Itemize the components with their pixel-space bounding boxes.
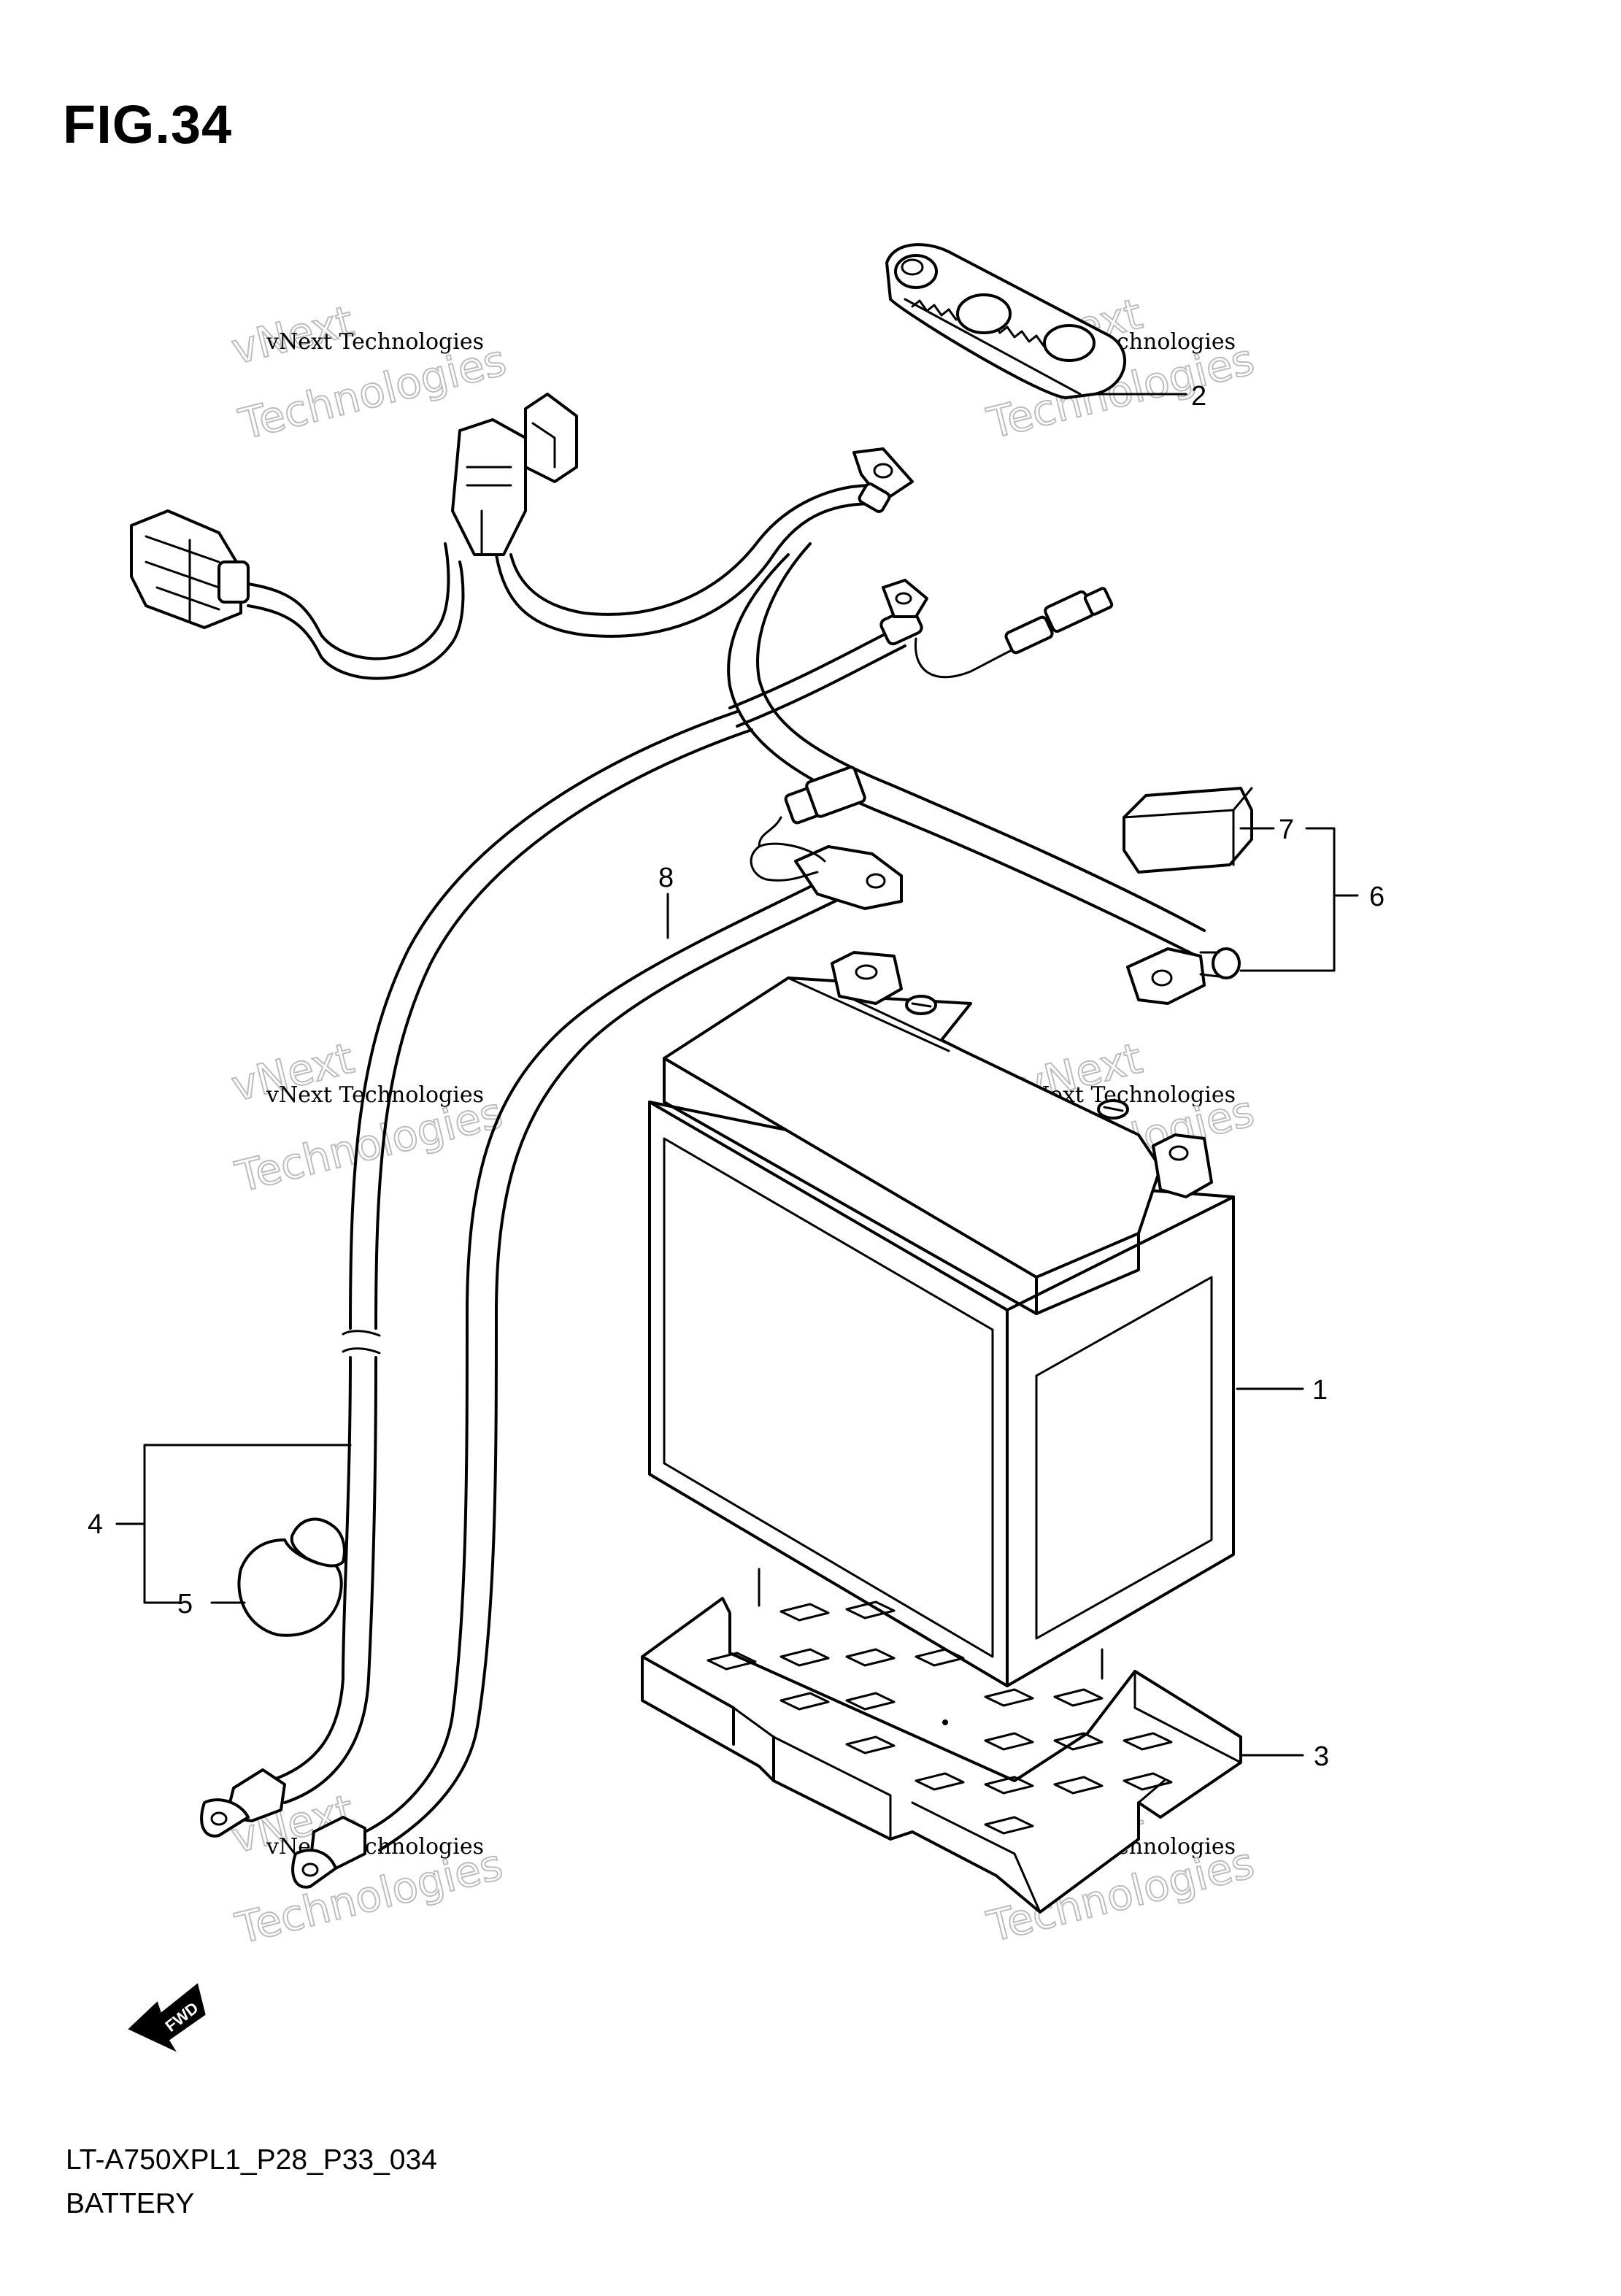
- fwd-arrow-icon: FWD: [128, 1983, 206, 2052]
- part-3-battery-tray: [641, 1568, 1242, 1914]
- callout-2: 2: [1191, 381, 1206, 412]
- callout-leaders: [115, 393, 1359, 1757]
- part-5-terminal-boot: [237, 1517, 346, 1637]
- callout-1: 1: [1312, 1375, 1328, 1406]
- figure-name: BATTERY: [66, 2188, 195, 2219]
- callout-3: 3: [1314, 1741, 1329, 1772]
- figure-code: LT-A750XPL1_P28_P33_034: [66, 2144, 437, 2176]
- callout-7: 7: [1279, 814, 1294, 845]
- callout-5: 5: [177, 1589, 193, 1619]
- callout-4: 4: [88, 1509, 103, 1540]
- figure-title: FIG.34: [63, 94, 233, 155]
- svg-text:vNext Technologies: vNext Technologies: [266, 329, 484, 355]
- callout-6: 6: [1369, 882, 1385, 912]
- part-1-battery: [648, 951, 1235, 1687]
- part-7-terminal-cap: [1123, 787, 1253, 874]
- part-2-terminal-cover: [885, 243, 1127, 399]
- wire-harness: [130, 393, 1241, 1889]
- watermark-group-3: vNext vNext Technologies Technologies: [226, 1033, 509, 1203]
- svg-text:vNext Technologies: vNext Technologies: [266, 1082, 484, 1108]
- callout-8: 8: [658, 863, 674, 893]
